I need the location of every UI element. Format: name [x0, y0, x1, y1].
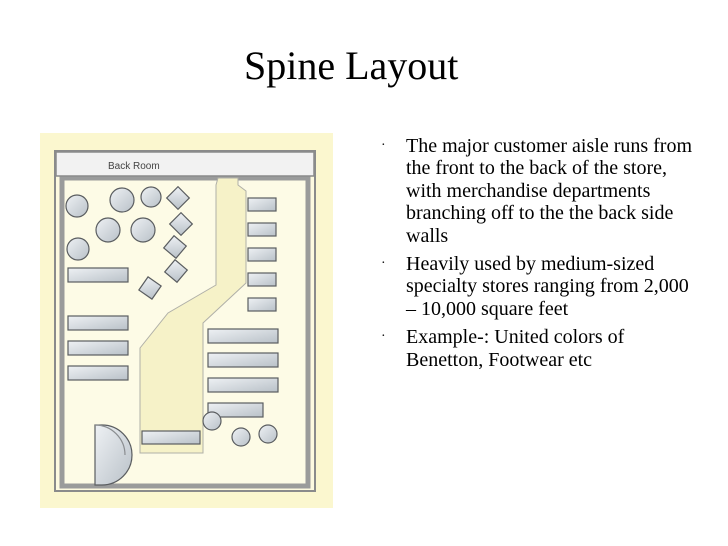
- back-room-label: Back Room: [108, 161, 160, 172]
- slide-title: Spine Layout: [244, 43, 459, 88]
- spine-layout-floorplan: Back Room: [40, 133, 333, 508]
- bullet-item: · Example-: United colors of Benetton, F…: [378, 326, 698, 371]
- back-room: [55, 151, 315, 177]
- spine-aisle: [139, 177, 247, 454]
- bullet-marker: ·: [381, 138, 386, 153]
- bullet-marker: ·: [381, 256, 386, 272]
- angled-racks: [138, 185, 194, 300]
- bullet-text: Example-: United colors of Benetton, Foo…: [406, 326, 625, 371]
- bullet-item: · The major customer aisle runs from the…: [378, 135, 698, 247]
- round-racks-left: [65, 186, 162, 261]
- rect-fixtures-left: [67, 267, 129, 381]
- rect-fixtures-right-lower: [207, 328, 279, 418]
- bottom-fixtures: [141, 411, 278, 447]
- bullet-text: The major customer aisle runs from the f…: [406, 135, 693, 247]
- rect-fixtures-right-wall: [247, 197, 277, 312]
- bullet-marker: ·: [381, 329, 386, 345]
- bullet-text: Heavily used by medium-sized specialty s…: [406, 253, 689, 320]
- entrance-door: [94, 424, 133, 486]
- bullet-list: · The major customer aisle runs from the…: [378, 135, 698, 377]
- bullet-item: · Heavily used by medium-sized specialty…: [378, 253, 698, 320]
